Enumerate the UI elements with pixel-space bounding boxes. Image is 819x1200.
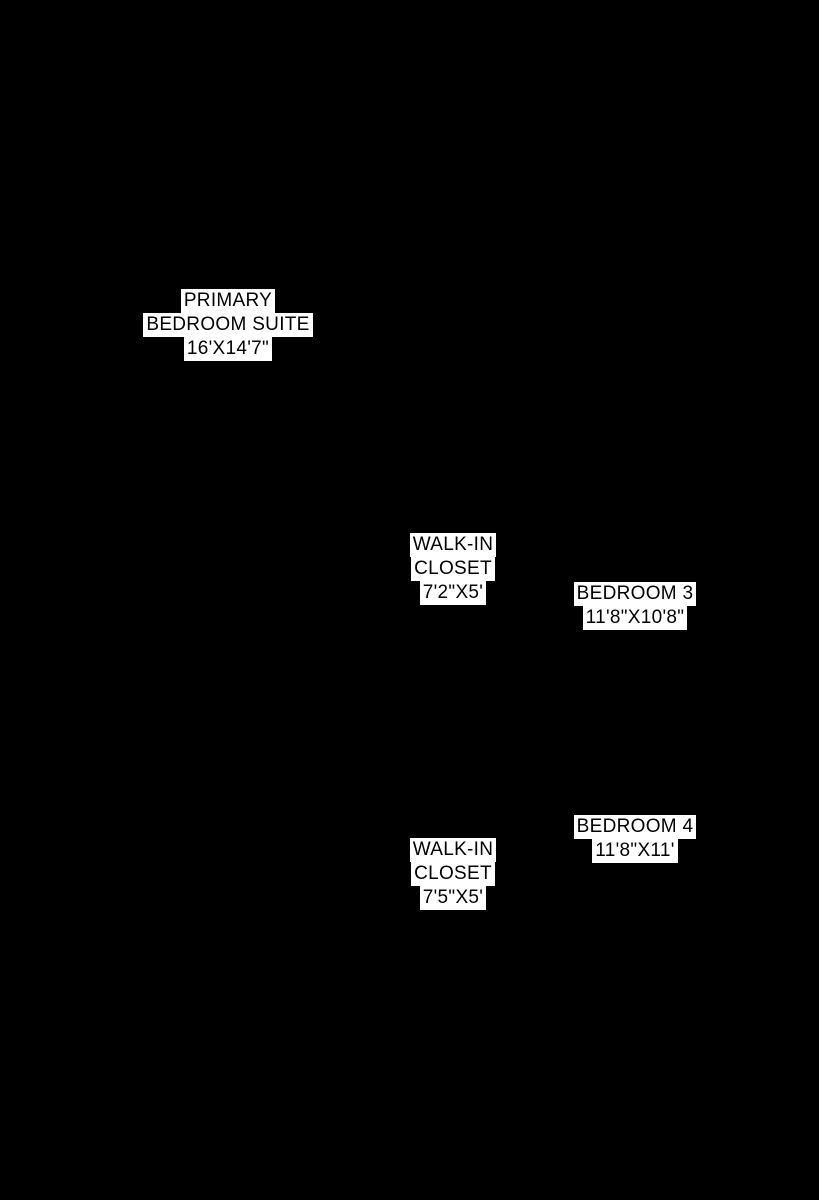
room-dimensions: 7'5"X5' — [419, 886, 487, 910]
room-name: BEDROOM 3 — [573, 582, 697, 606]
room-name-line-1: WALK-IN — [409, 838, 497, 862]
room-dimensions: 16'X14'7" — [183, 337, 273, 361]
room-label-primary-bedroom-suite: PRIMARY BEDROOM SUITE 16'X14'7" — [136, 289, 320, 361]
room-dimensions: 11'8"X10'8" — [582, 606, 688, 630]
room-name-line-1: PRIMARY — [180, 289, 276, 313]
room-label-walk-in-closet-1: WALK-IN CLOSET 7'2"X5' — [403, 533, 503, 605]
room-dimensions: 7'2"X5' — [419, 581, 487, 605]
room-dimensions: 11'8"X11' — [592, 839, 678, 863]
room-name-line-1: WALK-IN — [409, 533, 497, 557]
room-name-line-2: CLOSET — [411, 862, 495, 886]
room-label-bedroom-3: BEDROOM 3 11'8"X10'8" — [566, 582, 704, 630]
room-label-walk-in-closet-2: WALK-IN CLOSET 7'5"X5' — [403, 838, 503, 910]
room-name: BEDROOM 4 — [573, 815, 697, 839]
room-label-bedroom-4: BEDROOM 4 11'8"X11' — [566, 815, 704, 863]
room-name-line-2: CLOSET — [411, 557, 495, 581]
room-name-line-2: BEDROOM SUITE — [143, 313, 313, 337]
